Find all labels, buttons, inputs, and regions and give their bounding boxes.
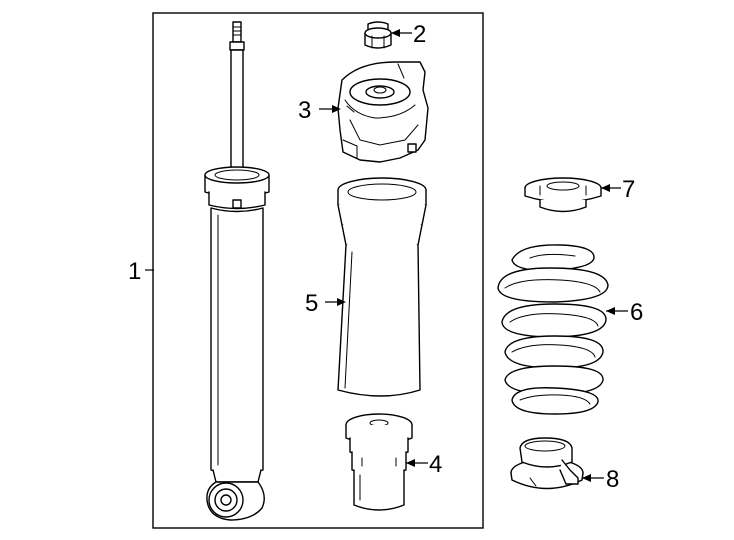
nut-part — [364, 21, 392, 49]
callout-label: 1 — [128, 258, 141, 285]
callout-label: 6 — [630, 299, 643, 326]
callout-6: 6 — [606, 299, 643, 326]
callout-label: 3 — [298, 97, 311, 124]
callout-label: 5 — [305, 290, 318, 317]
callout-1: 1 — [128, 258, 154, 285]
bump-stop-part — [345, 413, 413, 511]
callout-7: 7 — [601, 176, 635, 203]
callout-label: 4 — [429, 451, 442, 478]
upper-mount-part — [337, 61, 429, 163]
callout-label: 7 — [622, 176, 635, 203]
callout-label: 2 — [413, 21, 426, 48]
shock-absorber-part — [204, 21, 270, 521]
callout-3: 3 — [298, 97, 341, 124]
callout-4: 4 — [406, 451, 442, 478]
callout-label: 8 — [606, 466, 619, 493]
lower-spring-seat-part — [510, 437, 584, 490]
callout-5: 5 — [305, 290, 346, 317]
callout-8: 8 — [582, 466, 619, 493]
coil-spring-part — [497, 244, 609, 415]
dust-boot-part — [337, 177, 427, 397]
callout-2: 2 — [391, 21, 426, 48]
upper-spring-seat-part — [524, 177, 602, 213]
